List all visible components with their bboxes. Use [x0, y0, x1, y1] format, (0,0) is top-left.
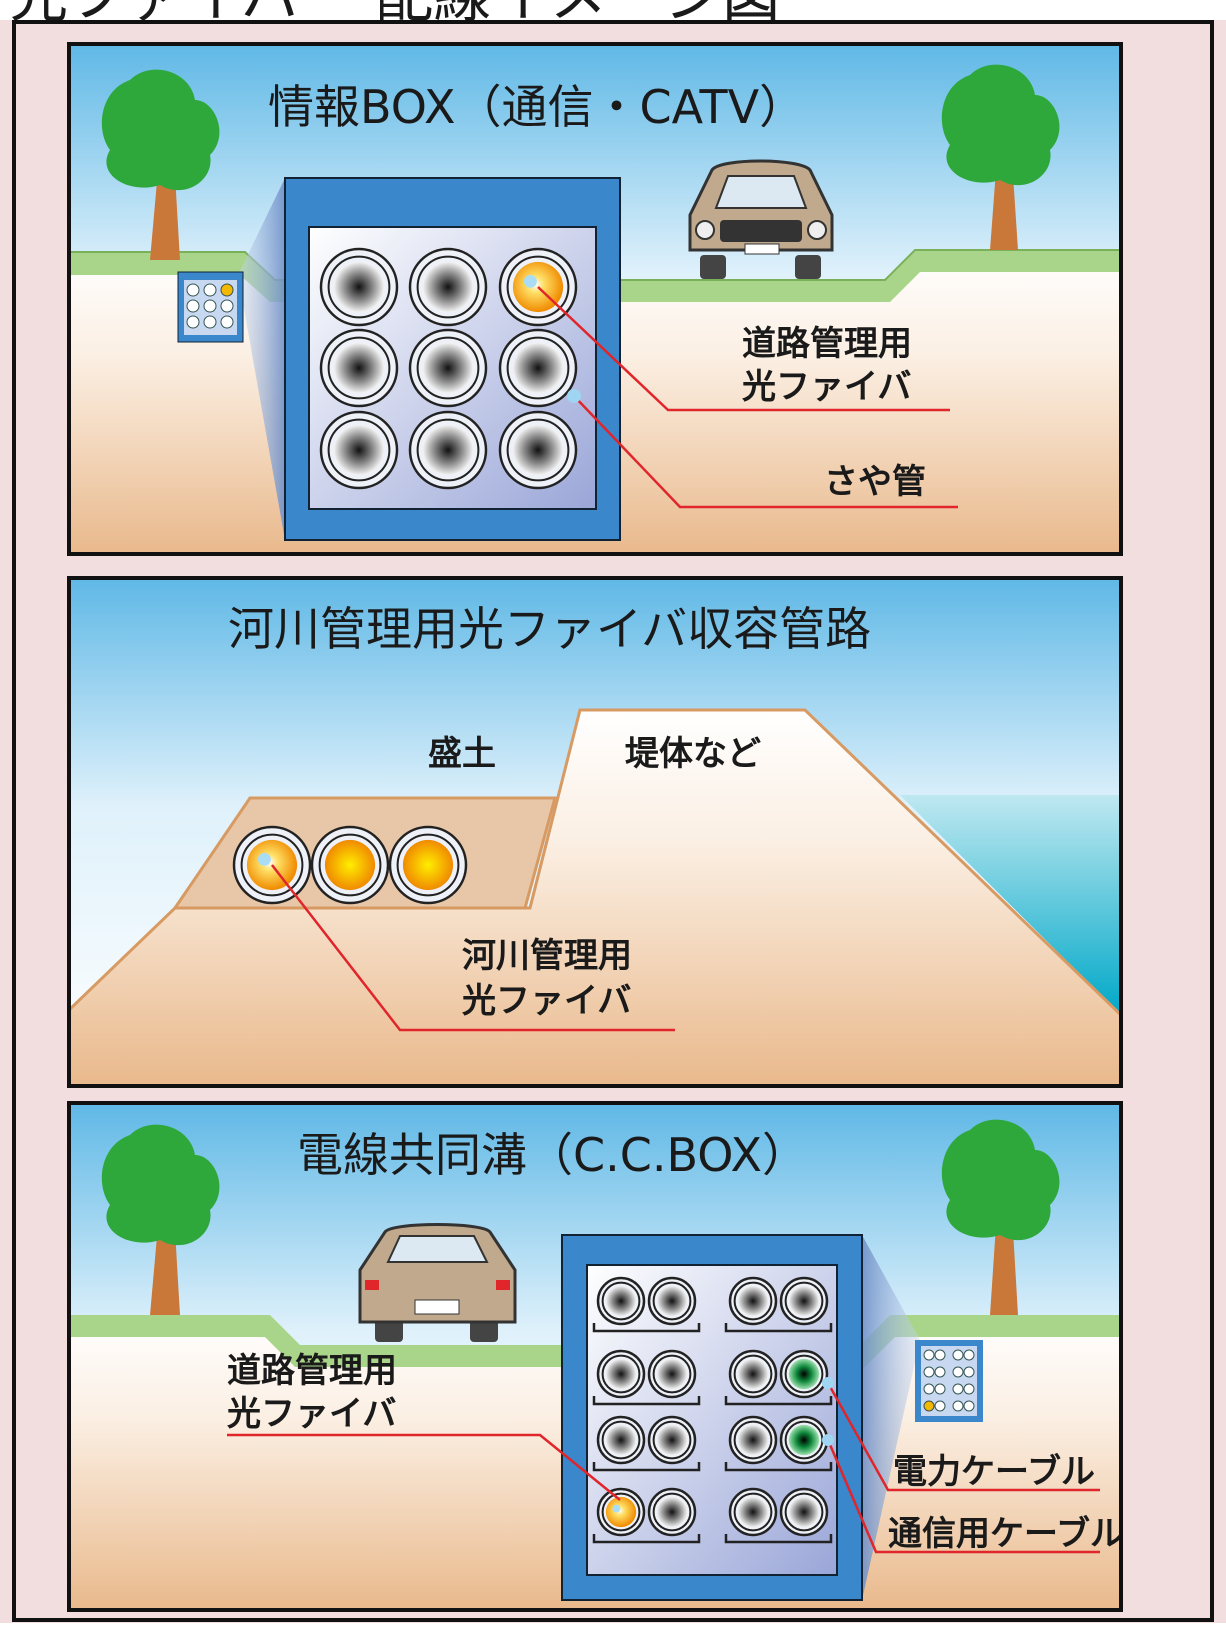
label-sheath-pipe: さや管 — [824, 462, 926, 502]
tree-right-icon — [941, 64, 1060, 250]
duct-support-bracket — [724, 1462, 833, 1472]
cable-duct — [647, 1415, 697, 1465]
leader-line-comm — [826, 1439, 1100, 1554]
cable-duct — [596, 1349, 646, 1399]
duct-support-bracket — [592, 1534, 701, 1544]
label-levee: 堤体など — [625, 734, 761, 774]
cable-duct — [596, 1276, 646, 1326]
sheath-duct — [498, 410, 578, 490]
small-cc-box-icon — [915, 1340, 983, 1422]
panel-1-title: 情報BOX（通信・CATV） — [268, 80, 805, 134]
label-road-fiber-2: 光ファイバ — [742, 367, 911, 407]
duct-support-bracket — [724, 1396, 833, 1406]
panel-info-box: 道路管理用 光ファイバ さや管 情報BOX（通信・CATV） — [67, 42, 1123, 556]
label-road-fiber-1: 道路管理用 — [742, 324, 912, 364]
leader-line-sheath — [573, 395, 958, 509]
power-cable-duct — [779, 1349, 829, 1399]
outer-frame — [12, 20, 1214, 1622]
car-rear-icon — [358, 1223, 517, 1342]
sheath-duct — [319, 328, 399, 408]
label-cc-road-fiber-1: 道路管理用 — [227, 1351, 397, 1391]
zoom-beam — [862, 1235, 920, 1600]
cable-duct — [647, 1276, 697, 1326]
cable-duct — [728, 1276, 778, 1326]
cable-duct — [728, 1487, 778, 1537]
power-cable-duct — [779, 1415, 829, 1465]
page-heading-partial: 光ファイバー 配線イメージ図 — [10, 0, 780, 30]
small-info-box-icon — [177, 271, 244, 343]
duct-support-bracket — [724, 1534, 833, 1544]
label-power-cable: 電力ケーブル — [893, 1452, 1095, 1492]
sheath-duct — [408, 247, 488, 327]
duct-support-bracket — [592, 1462, 701, 1472]
sheath-marker-dot — [567, 389, 581, 403]
label-cc-road-fiber-2: 光ファイバ — [227, 1394, 396, 1434]
river-fiber-conduit — [310, 825, 390, 905]
sheath-duct — [319, 247, 399, 327]
panel-3-title: 電線共同溝（C.C.BOX） — [297, 1128, 808, 1182]
leader-line-fiber — [537, 286, 950, 412]
panel-river: 盛土 堤体など 河川管理用 光ファイバ 河川管理用光ファイバ収容管路 — [67, 576, 1123, 1088]
cable-duct — [779, 1487, 829, 1537]
duct-support-bracket — [592, 1323, 701, 1333]
duct-support-bracket — [724, 1323, 833, 1333]
cable-duct — [728, 1415, 778, 1465]
panel-2-title: 河川管理用光ファイバ収容管路 — [228, 602, 871, 656]
sheath-duct — [498, 328, 578, 408]
river-fiber-conduit — [388, 825, 468, 905]
tree-right-icon — [941, 1119, 1060, 1315]
cable-duct — [728, 1349, 778, 1399]
cable-duct — [779, 1276, 829, 1326]
tree-left-icon — [101, 69, 220, 260]
zoom-beam — [238, 178, 285, 540]
leader-line-river-fiber — [271, 864, 675, 1032]
sheath-duct — [408, 328, 488, 408]
sheath-duct — [408, 410, 488, 490]
info-box-cross-section — [284, 177, 621, 541]
duct-support-bracket — [592, 1396, 701, 1406]
cc-box-cross-section — [561, 1234, 863, 1601]
label-fill: 盛土 — [428, 734, 496, 774]
tree-left-icon — [101, 1124, 220, 1315]
sheath-duct — [319, 410, 399, 490]
river-conduits — [232, 825, 468, 905]
car-front-icon — [688, 159, 834, 279]
cable-duct — [647, 1487, 697, 1537]
panel-cc-box: 道路管理用 光ファイバ 電力ケーブル 通信用ケーブル 電線共同溝（C.C.BOX… — [67, 1101, 1124, 1612]
leader-line-road-fiber — [227, 1433, 621, 1501]
label-river-fiber-1: 河川管理用 — [462, 936, 632, 976]
cable-duct — [647, 1349, 697, 1399]
leader-line-power — [826, 1382, 1100, 1492]
label-river-fiber-2: 光ファイバ — [462, 981, 631, 1021]
road-fiber-duct — [596, 1487, 646, 1537]
label-comm-cable: 通信用ケーブル — [888, 1514, 1124, 1554]
cable-duct — [596, 1415, 646, 1465]
